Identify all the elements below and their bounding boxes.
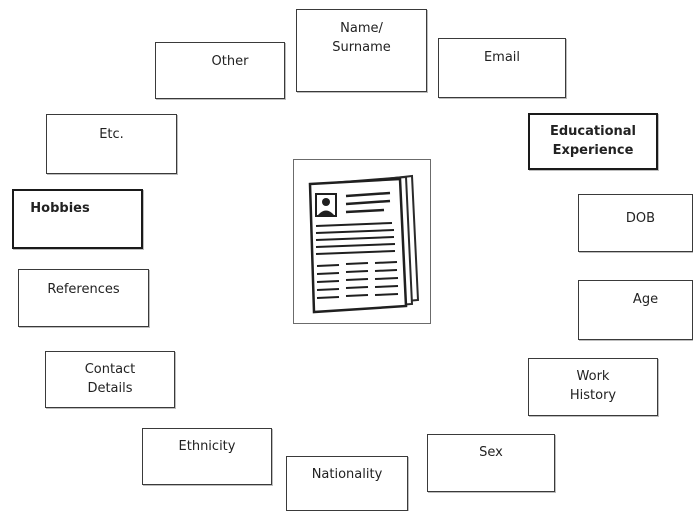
field-contact-details: Contact Details (45, 351, 175, 408)
field-sex: Sex (427, 434, 555, 492)
resume-document-icon (293, 159, 431, 324)
field-ethnicity-label: Ethnicity (178, 439, 236, 454)
field-email: Email (438, 38, 566, 98)
field-nationality: Nationality (286, 456, 408, 511)
field-name-surname: Name/ Surname (296, 9, 427, 92)
field-age: Age (578, 280, 693, 340)
resume-document-drawing (308, 174, 420, 314)
field-work-history-label: Work History (569, 369, 617, 403)
field-educational-experience-label: Educational Experience (549, 124, 636, 158)
field-sex-label: Sex (479, 445, 503, 460)
field-etc: Etc. (46, 114, 177, 174)
field-hobbies: Hobbies (12, 189, 143, 249)
field-other-label: Other (211, 54, 249, 69)
field-references-label: References (47, 282, 120, 297)
field-email-label: Email (483, 50, 521, 65)
field-etc-label: Etc. (99, 127, 124, 142)
field-hobbies-label: Hobbies (30, 201, 90, 216)
field-ethnicity: Ethnicity (142, 428, 272, 485)
field-other: Other (155, 42, 285, 99)
field-educational-experience: Educational Experience (528, 113, 658, 170)
field-contact-details-label: Contact Details (84, 362, 136, 396)
field-name-surname-label: Name/ Surname (332, 21, 391, 55)
field-nationality-label: Nationality (311, 467, 383, 482)
field-work-history: Work History (528, 358, 658, 416)
field-dob-label: DOB (625, 211, 656, 226)
field-dob: DOB (578, 194, 693, 252)
field-age-label: Age (632, 292, 659, 307)
field-references: References (18, 269, 149, 327)
